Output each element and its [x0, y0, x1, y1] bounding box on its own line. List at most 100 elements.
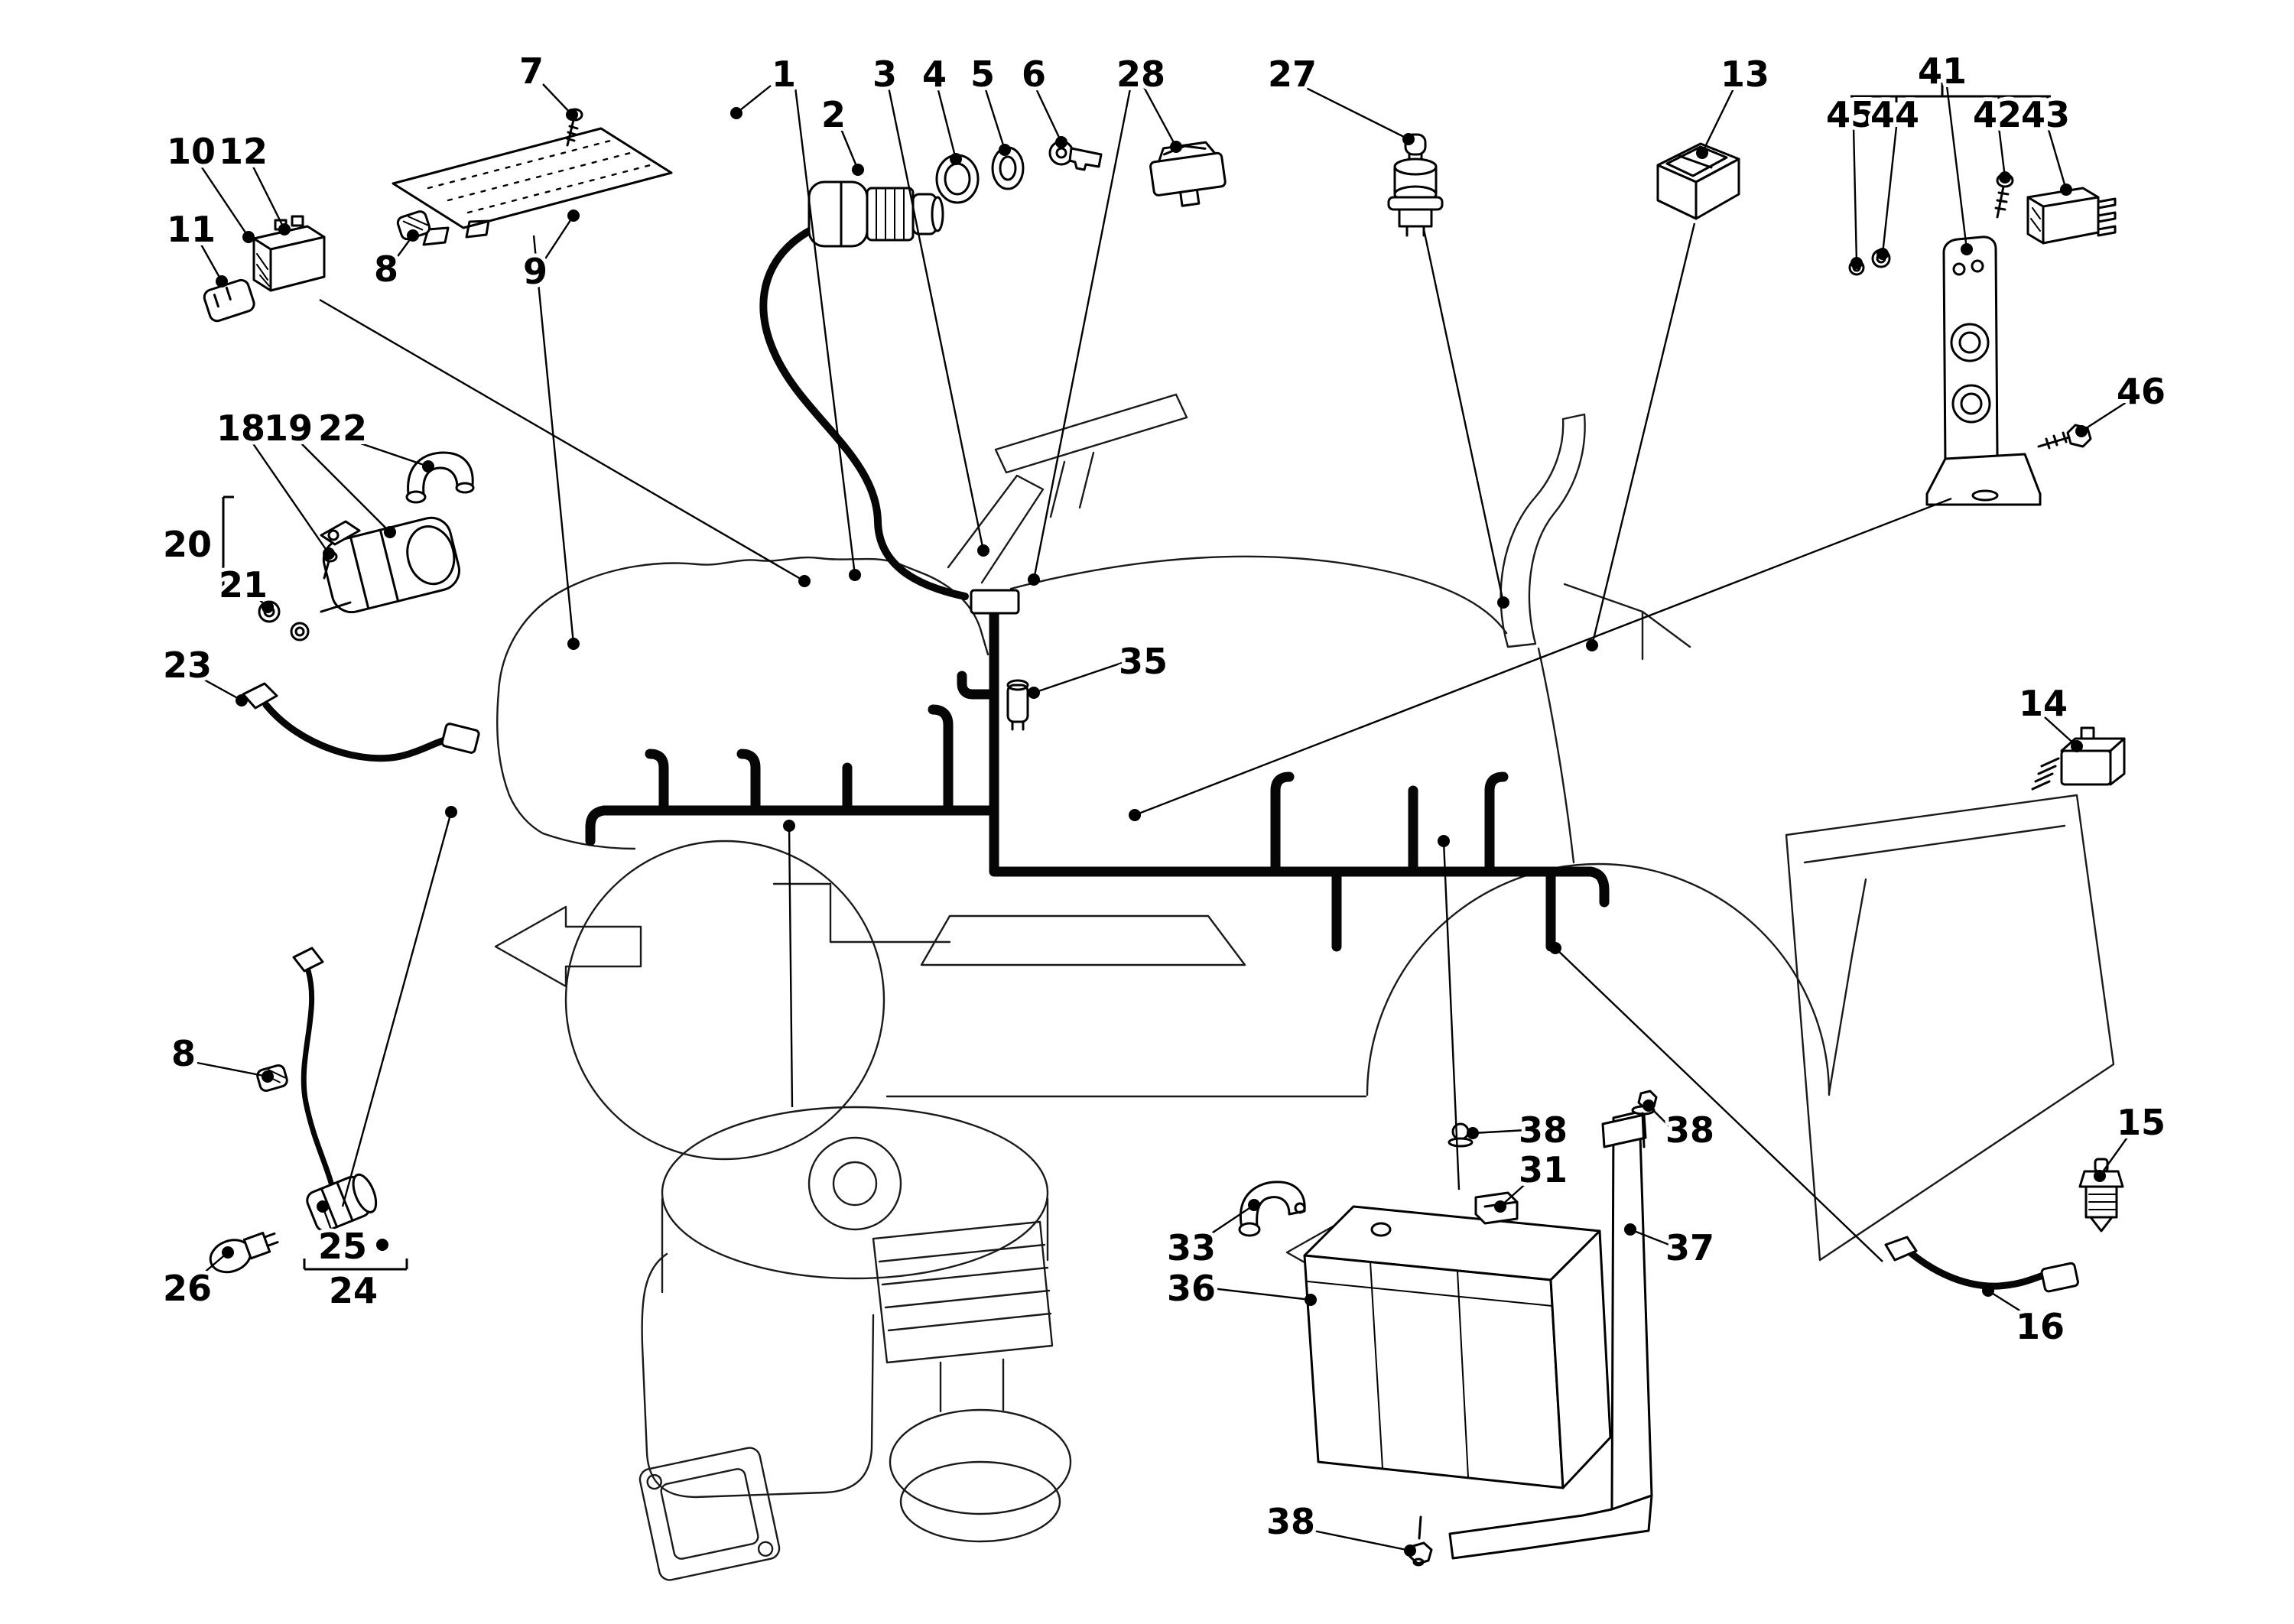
cylinder-fins — [872, 1220, 1054, 1364]
leader-line — [250, 440, 330, 554]
callout-dot — [1961, 243, 1973, 255]
callout-label: 46 — [2117, 371, 2166, 412]
callout-dot — [999, 144, 1011, 156]
leader-line — [2046, 126, 2068, 190]
callout-dot — [1999, 171, 2011, 184]
callout-dot — [1586, 639, 1598, 651]
callout-label: 44 — [1870, 94, 1919, 135]
callout-dot — [278, 223, 291, 235]
callout-label: 41 — [1918, 50, 1967, 92]
callout-label: 25 — [318, 1226, 367, 1267]
harness-connector — [970, 589, 1020, 615]
callout-dot — [567, 209, 580, 222]
leader-line — [1142, 86, 1178, 148]
leader-line — [341, 811, 453, 1207]
rear-plate — [1785, 794, 2115, 1262]
leader-line — [1442, 840, 1461, 1190]
muffler — [889, 1408, 1072, 1515]
callout-dot — [2094, 1170, 2106, 1182]
callout-label: 43 — [2021, 94, 2070, 135]
cable-clip-35 — [1006, 679, 1029, 731]
oil-pressure-switch — [2078, 1158, 2124, 1233]
callout-dot — [242, 231, 255, 243]
leader-line — [197, 1252, 229, 1279]
callout-dot — [1028, 573, 1040, 586]
leader-line — [736, 85, 772, 114]
leader-line — [1134, 497, 1952, 817]
callout-label: 36 — [1167, 1268, 1216, 1309]
callout-label: 5 — [970, 54, 995, 95]
leader-line — [2044, 716, 2078, 747]
leader-line — [319, 298, 805, 583]
leader-line — [1945, 85, 1968, 250]
callout-label: 33 — [1167, 1227, 1216, 1268]
callout-dot — [783, 820, 795, 832]
callout-label: 20 — [163, 524, 212, 565]
elbow-33 — [1238, 1181, 1306, 1237]
callout-dot — [262, 1070, 274, 1083]
leader-line — [1032, 88, 1132, 580]
leader-line — [794, 86, 856, 576]
callout-label: 1 — [772, 54, 796, 95]
leader-line — [197, 674, 242, 702]
callout-dot — [1170, 141, 1182, 153]
callout-dot — [445, 806, 457, 818]
rocker-switch-main — [1656, 142, 1740, 220]
callout-dot — [222, 1246, 234, 1259]
callout-dot — [1248, 1199, 1260, 1211]
callout-dot — [566, 109, 578, 121]
leader-line — [1555, 947, 1883, 1262]
callout-label: 26 — [163, 1268, 212, 1309]
callout-label: 2 — [821, 94, 846, 135]
steering-wheel — [994, 393, 1188, 474]
callout-dot — [1982, 1285, 1994, 1297]
callout-dot — [1467, 1127, 1479, 1139]
callout-dot — [1876, 248, 1889, 260]
leader-line — [1204, 1286, 1311, 1301]
leader-line — [1701, 86, 1736, 154]
bracket-20-group — [222, 495, 234, 598]
callout-label: 23 — [163, 645, 212, 686]
leader-line — [1630, 1228, 1674, 1248]
battery-bracket-37 — [1448, 1110, 1653, 1560]
callout-dot — [1696, 147, 1708, 159]
rear-wheel-arch — [1366, 862, 1831, 1096]
callout-label: 21 — [219, 564, 268, 606]
callout-label: 28 — [1116, 54, 1165, 95]
bulb-26 — [209, 1232, 279, 1274]
leader-line — [1852, 126, 1858, 264]
engine — [638, 1106, 1072, 1581]
leader-line — [936, 86, 957, 160]
callout-label: 7 — [519, 50, 544, 92]
callout-label: 31 — [1519, 1149, 1568, 1190]
callout-dot — [1402, 133, 1415, 145]
plunger-switch — [1387, 133, 1444, 237]
callout-label: 18 — [216, 408, 265, 449]
starter-solenoid — [258, 516, 460, 641]
callout-dot — [2075, 425, 2088, 437]
microswitch — [2026, 187, 2117, 245]
bracket-24-group — [303, 1259, 408, 1271]
callout-dot — [376, 1239, 388, 1251]
cable-16 — [1884, 1236, 2079, 1293]
callout-label: 16 — [2016, 1306, 2065, 1347]
leader-line — [1472, 1129, 1527, 1135]
callout-dot — [1305, 1294, 1317, 1306]
callout-dot — [1055, 136, 1067, 148]
leader-line — [199, 242, 223, 282]
callout-dot — [1028, 687, 1040, 699]
seat-support — [1500, 413, 1586, 648]
leader-line — [251, 164, 286, 230]
ignition-cable — [759, 224, 969, 600]
callout-dot — [852, 164, 864, 176]
wiring-harness — [585, 608, 1610, 952]
leader-line — [1997, 126, 2006, 178]
callout-label: 22 — [318, 408, 367, 449]
ignition-key — [1048, 140, 1103, 171]
nut-21b — [290, 622, 310, 641]
callout-dot — [977, 544, 989, 557]
callout-dot — [2071, 740, 2083, 752]
callout-dot — [262, 601, 274, 613]
callout-label: 13 — [1720, 54, 1769, 95]
